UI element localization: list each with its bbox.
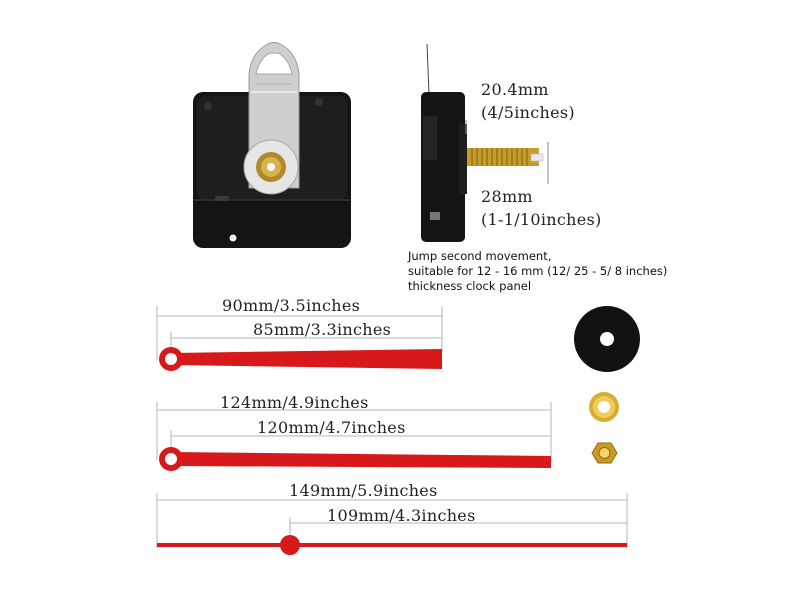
- hour-hand: [159, 347, 442, 371]
- dimension-lines: [156, 306, 628, 548]
- description-line-2: suitable for 12 - 16 mm (12/ 25 - 5/ 8 i…: [408, 264, 668, 278]
- hour-hand-overall-label: 90mm/3.5inches: [222, 296, 361, 315]
- minute-hand: [159, 447, 551, 471]
- shaft-mm-label: 28mm: [481, 187, 533, 206]
- description-line-3: thickness clock panel: [408, 279, 532, 293]
- hex-nut: [591, 442, 618, 464]
- depth-mm-label: 20.4mm: [481, 80, 549, 99]
- second-hand-length-label: 109mm/4.3inches: [327, 506, 476, 525]
- movement-front-view: [193, 42, 351, 248]
- second-hand: [157, 535, 627, 555]
- movement-side-view: [421, 43, 549, 242]
- minute-hand-overall-label: 124mm/4.9inches: [220, 393, 369, 412]
- depth-inch-label: (4/5inches): [481, 103, 575, 122]
- brass-washer: [589, 392, 619, 422]
- shaft-inch-label: (1-1/10inches): [481, 210, 602, 229]
- movement-description: Jump second movement, suitable for 12 - …: [408, 249, 667, 294]
- hour-hand-length-label: 85mm/3.3inches: [253, 320, 392, 339]
- description-line-1: Jump second movement,: [408, 249, 552, 263]
- second-hand-overall-label: 149mm/5.9inches: [289, 481, 438, 500]
- rubber-washer: [574, 306, 640, 372]
- minute-hand-length-label: 120mm/4.7inches: [257, 418, 406, 437]
